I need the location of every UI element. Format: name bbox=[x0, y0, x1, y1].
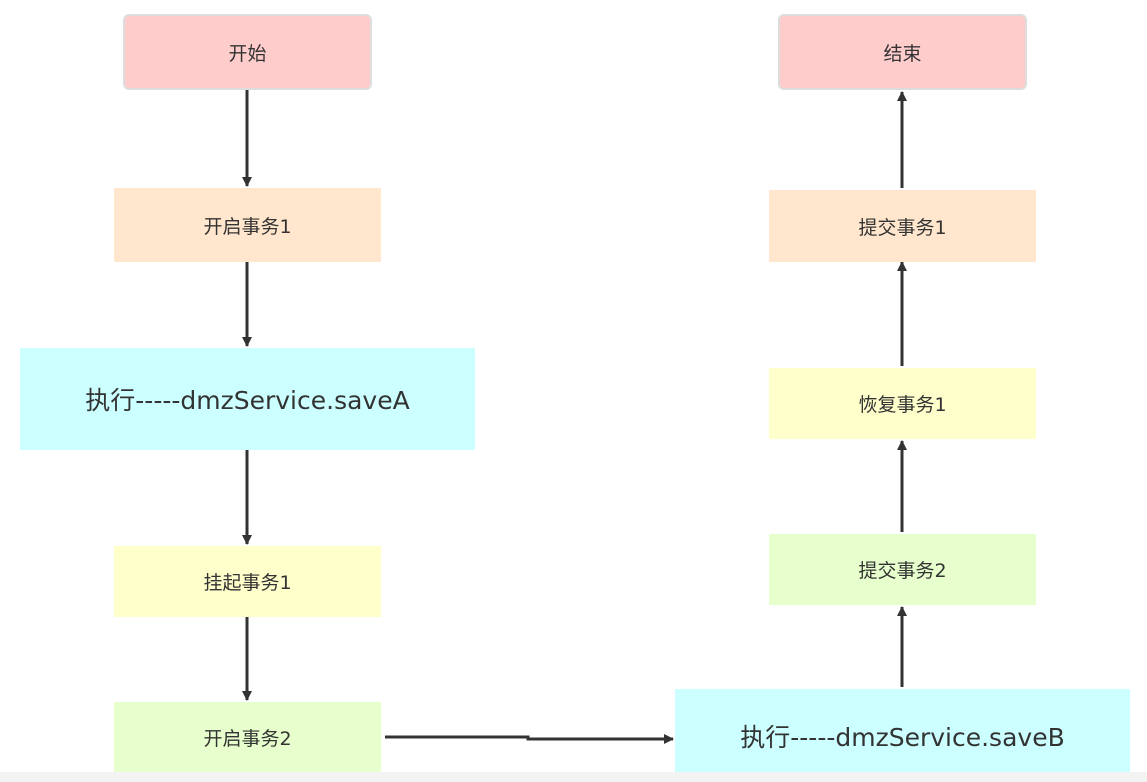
node-commit-tx1[interactable]: 提交事务1 bbox=[769, 190, 1036, 262]
node-begin-tx2[interactable]: 开启事务2 bbox=[114, 702, 381, 773]
node-resume-tx1[interactable]: 恢复事务1 bbox=[769, 368, 1036, 439]
node-commit-tx2[interactable]: 提交事务2 bbox=[769, 534, 1036, 605]
node-commit-tx2-label: 提交事务2 bbox=[858, 560, 947, 582]
node-commit-tx1-label: 提交事务1 bbox=[858, 216, 947, 239]
node-end[interactable]: 结束 bbox=[778, 14, 1027, 90]
node-exec-save-b-label: 执行-----dmzService.saveB bbox=[740, 722, 1065, 752]
bottom-edge-strip bbox=[0, 772, 1147, 782]
node-start-label: 开始 bbox=[228, 42, 267, 65]
node-end-label: 结束 bbox=[883, 42, 922, 65]
node-begin-tx1[interactable]: 开启事务1 bbox=[114, 188, 381, 262]
node-suspend-tx1-label: 挂起事务1 bbox=[203, 572, 292, 594]
node-start[interactable]: 开始 bbox=[123, 14, 372, 90]
edge-begin-tx2-to-save-b bbox=[385, 734, 674, 744]
node-exec-save-a-label: 执行-----dmzService.saveA bbox=[85, 386, 410, 415]
node-exec-save-a[interactable]: 执行-----dmzService.saveA bbox=[20, 348, 475, 450]
node-suspend-tx1[interactable]: 挂起事务1 bbox=[114, 546, 381, 617]
node-begin-tx1-label: 开启事务1 bbox=[203, 215, 292, 238]
node-resume-tx1-label: 恢复事务1 bbox=[858, 394, 947, 416]
node-begin-tx2-label: 开启事务2 bbox=[203, 728, 292, 750]
node-exec-save-b[interactable]: 执行-----dmzService.saveB bbox=[675, 689, 1130, 782]
